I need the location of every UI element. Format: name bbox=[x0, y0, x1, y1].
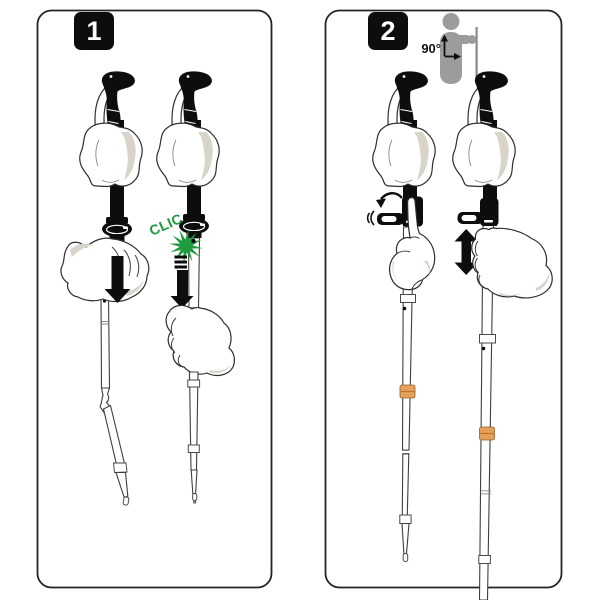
lock-collar bbox=[400, 294, 416, 303]
person-forearm bbox=[449, 35, 471, 44]
lower-shaft bbox=[401, 453, 410, 516]
lock-collar bbox=[479, 334, 496, 344]
hand-pull-right-icon bbox=[165, 304, 235, 377]
right-angle-arrows bbox=[441, 34, 461, 60]
mini-pole bbox=[475, 27, 478, 79]
motion-dashes bbox=[174, 255, 187, 269]
panel-step-2: 2 90° bbox=[324, 9, 563, 600]
pole-2-right bbox=[452, 70, 553, 600]
flip-lock-open bbox=[457, 198, 499, 226]
pole-tip bbox=[122, 496, 130, 506]
vibration-marks-icon bbox=[366, 210, 375, 226]
tip-section bbox=[115, 471, 129, 499]
person-fist bbox=[467, 35, 477, 44]
pole-tip bbox=[402, 553, 409, 562]
click-pin bbox=[191, 238, 196, 244]
down-arrow-icon bbox=[104, 256, 131, 303]
step-1-number: 1 bbox=[86, 16, 101, 46]
panel-2-border bbox=[324, 9, 563, 589]
person-elbow-90-icon: 90° bbox=[421, 13, 478, 84]
adjust-screw bbox=[402, 306, 407, 311]
step-2-badge bbox=[368, 12, 408, 50]
rotate-open-arrow-icon bbox=[376, 192, 403, 208]
step-2-number: 2 bbox=[380, 16, 395, 46]
hand-pull-left-icon bbox=[60, 237, 150, 303]
adjust-screw bbox=[481, 346, 486, 351]
ferrule bbox=[187, 444, 200, 453]
ferrule bbox=[478, 555, 491, 564]
up-down-arrow-icon bbox=[454, 229, 478, 275]
hand-open-lever-icon bbox=[389, 196, 436, 291]
hand-grip-shaft-icon bbox=[471, 227, 553, 299]
down-arrow-icon bbox=[170, 270, 194, 309]
pole-1-left bbox=[60, 70, 150, 506]
ferrule bbox=[112, 462, 128, 474]
pole-tip bbox=[192, 493, 198, 501]
shaft-joint-lines bbox=[480, 490, 492, 495]
upper-shaft bbox=[100, 294, 111, 389]
ferrule bbox=[399, 514, 412, 524]
pole-2-left bbox=[366, 70, 436, 562]
shaft-joint-lines bbox=[101, 321, 109, 325]
shaft-joint bbox=[187, 379, 201, 388]
tip-section bbox=[190, 469, 198, 495]
angle-label: 90° bbox=[421, 41, 441, 56]
person-body bbox=[440, 32, 462, 84]
person-head bbox=[442, 13, 460, 30]
clic-starburst-icon bbox=[169, 229, 203, 263]
tip-point bbox=[193, 500, 197, 504]
panel-1-border bbox=[36, 9, 273, 589]
panel-step-1: 1 bbox=[36, 9, 273, 589]
step-1-badge bbox=[74, 12, 114, 50]
